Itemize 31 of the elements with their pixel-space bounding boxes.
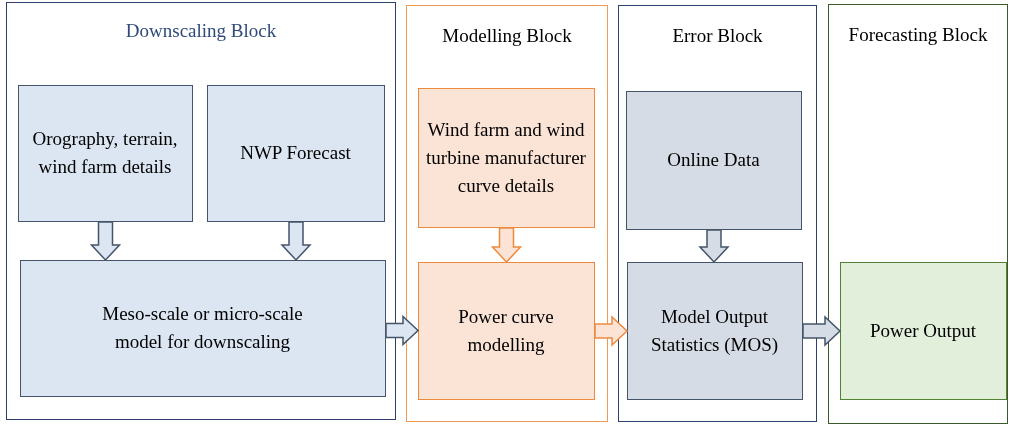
block-arrow xyxy=(802,315,842,347)
box-label: Power Output xyxy=(868,318,978,343)
process-box xyxy=(626,261,803,400)
block-panel xyxy=(828,4,1008,424)
block-title: Error Block xyxy=(672,24,763,48)
block-title: Downscaling Block xyxy=(125,19,277,43)
box-label: Model Output Statistics (MOS) xyxy=(649,304,780,357)
process-box xyxy=(839,261,1007,400)
process-box xyxy=(17,84,193,222)
block-title: Modelling Block xyxy=(442,24,572,48)
block-arrow xyxy=(490,227,523,264)
box-label: Wind farm and wind turbine manufacturer curve details xyxy=(425,117,587,198)
box-label: NWP Forecast xyxy=(239,141,352,165)
box-label: Orography, terrain, wind farm details xyxy=(31,127,179,179)
block-arrow xyxy=(89,221,122,262)
box-label: Meso-scale or micro-scale model for downscaling xyxy=(101,302,304,354)
block-arrow xyxy=(594,315,629,347)
process-box xyxy=(19,259,386,397)
block-arrow xyxy=(385,314,420,347)
process-box xyxy=(206,84,385,222)
block-panel xyxy=(618,5,817,422)
block-title: Forecasting Block xyxy=(848,23,988,47)
block-arrow xyxy=(280,221,312,262)
box-label: Power curve modelling xyxy=(457,304,555,357)
block-panel xyxy=(6,2,396,420)
box-label: Online Data xyxy=(666,148,761,172)
block-panel xyxy=(406,5,608,422)
process-box xyxy=(625,90,802,230)
block-arrow xyxy=(698,229,730,264)
process-box xyxy=(417,87,595,228)
process-box xyxy=(417,261,595,400)
